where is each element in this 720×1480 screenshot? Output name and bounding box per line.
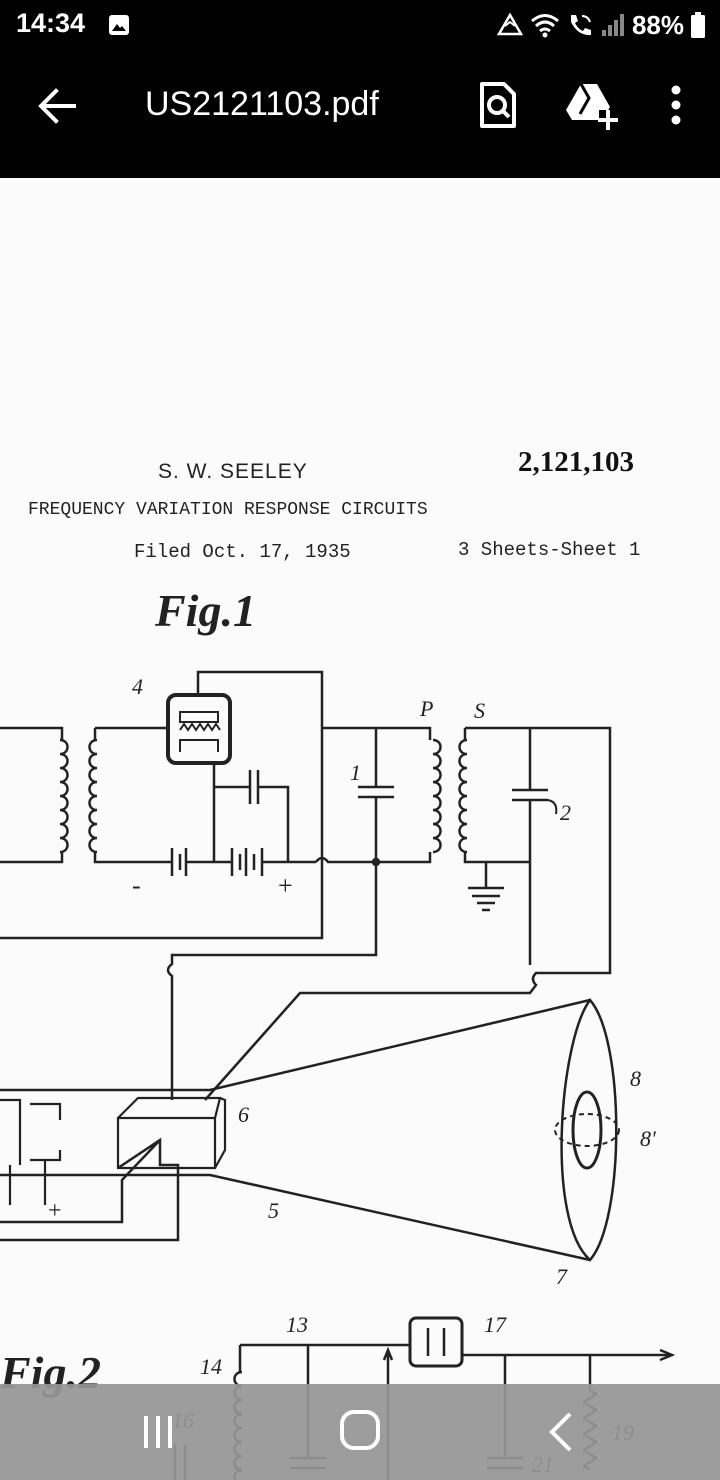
filing-date: Filed Oct. 17, 1935 bbox=[134, 541, 351, 563]
ref-numeral: 8' bbox=[640, 1126, 656, 1151]
patent-number: 2,121,103 bbox=[518, 446, 634, 478]
recent-apps-icon[interactable] bbox=[140, 1412, 180, 1452]
figure-1-label: Fig.1 bbox=[155, 585, 256, 636]
document-title: US2121103.pdf bbox=[145, 85, 379, 123]
ref-numeral: 14 bbox=[200, 1354, 222, 1379]
sheet-count: 3 Sheets-Sheet 1 bbox=[458, 539, 641, 561]
more-vert-icon[interactable] bbox=[660, 80, 692, 130]
wifi-calling-icon bbox=[570, 15, 591, 36]
ref-numeral: 13 bbox=[286, 1312, 308, 1337]
ref-numeral: + bbox=[278, 871, 293, 900]
navigation-bar bbox=[0, 1384, 720, 1480]
patent-circuit-drawing: 4 P S 1 2 - + 6 8 8' 5 7 + 13 17 14 16 2… bbox=[0, 670, 676, 1480]
image-notification-icon bbox=[109, 15, 129, 35]
ref-numeral: - bbox=[132, 871, 141, 900]
inventor-name: S. W. SEELEY bbox=[158, 460, 308, 483]
status-icons: 88% bbox=[496, 8, 706, 42]
ref-numeral: + bbox=[48, 1198, 62, 1224]
ref-numeral: 17 bbox=[484, 1312, 507, 1337]
battery-icon bbox=[691, 12, 705, 38]
status-time: 14:34 bbox=[16, 8, 86, 38]
status-bar: 14:34 88% bbox=[0, 0, 720, 52]
home-icon[interactable] bbox=[338, 1408, 382, 1452]
ref-numeral: 7 bbox=[556, 1264, 568, 1289]
signal-icon bbox=[601, 14, 624, 36]
pdf-page[interactable]: 4 P S 1 2 - + 6 8 8' 5 7 + 13 17 14 16 2… bbox=[0, 178, 720, 1480]
ref-numeral: 4 bbox=[132, 674, 143, 699]
patent-title: FREQUENCY VARIATION RESPONSE CIRCUITS bbox=[28, 500, 428, 520]
ref-numeral: 2 bbox=[560, 800, 571, 825]
back-icon[interactable] bbox=[546, 1410, 576, 1454]
app-bar: US2121103.pdf bbox=[0, 52, 720, 178]
arrow-back-icon[interactable] bbox=[34, 82, 82, 130]
find-in-document-icon[interactable] bbox=[474, 80, 522, 130]
ref-numeral: 5 bbox=[268, 1198, 279, 1223]
ref-numeral: 8 bbox=[630, 1066, 641, 1091]
ref-numeral: 1 bbox=[350, 760, 361, 785]
ref-numeral: 6 bbox=[238, 1102, 249, 1127]
wifi-icon bbox=[530, 14, 559, 38]
ref-numeral: S bbox=[474, 698, 485, 723]
ref-numeral: P bbox=[419, 696, 433, 721]
battery-percentage: 88% bbox=[631, 9, 684, 40]
add-to-drive-icon[interactable] bbox=[566, 80, 618, 130]
data-saver-icon bbox=[496, 12, 524, 36]
